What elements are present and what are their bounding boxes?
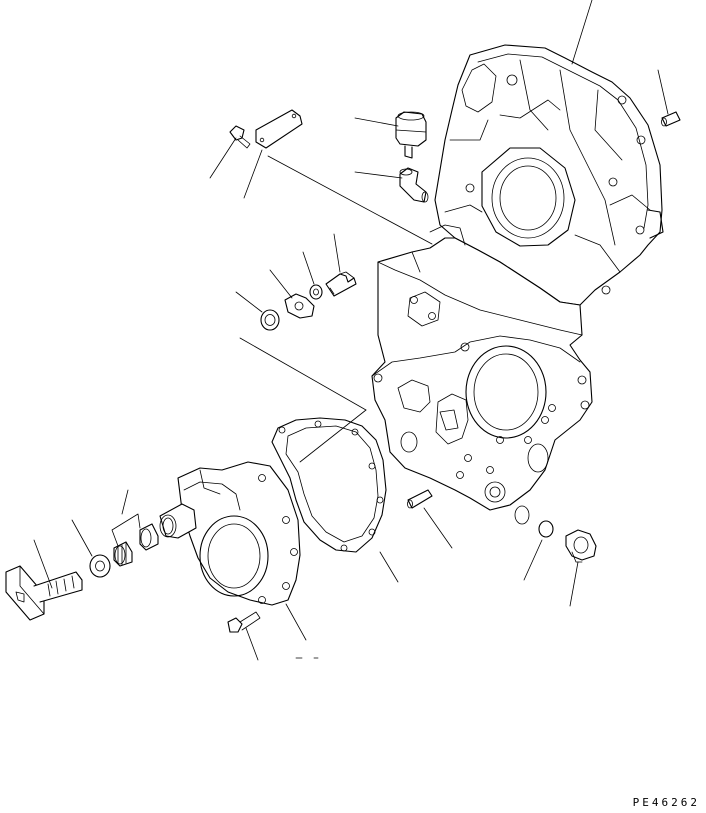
drain-plug — [566, 530, 596, 562]
leader-lines — [34, 0, 668, 660]
cover-bolt — [228, 612, 260, 632]
washer-plate — [285, 294, 314, 318]
name-plate — [256, 110, 302, 148]
lock-washer — [310, 285, 322, 299]
drive-shaft-flange — [6, 566, 82, 620]
timing-gear-case — [372, 205, 592, 524]
gasket — [272, 418, 386, 552]
dowel-pin-upper — [662, 112, 681, 126]
breather-cap — [396, 112, 426, 158]
dowel-pin-lower — [408, 490, 433, 508]
flywheel-housing — [435, 45, 663, 305]
spacer-ring — [90, 555, 110, 577]
front-cover — [160, 462, 300, 605]
seal-ring — [261, 310, 279, 330]
elbow-fitting — [400, 168, 428, 202]
bearing-set — [114, 524, 158, 566]
bolt-with-washer — [326, 272, 356, 296]
o-ring — [539, 521, 553, 537]
drawing-code-label: PE46262 — [632, 796, 700, 809]
bolt-small — [230, 126, 250, 148]
